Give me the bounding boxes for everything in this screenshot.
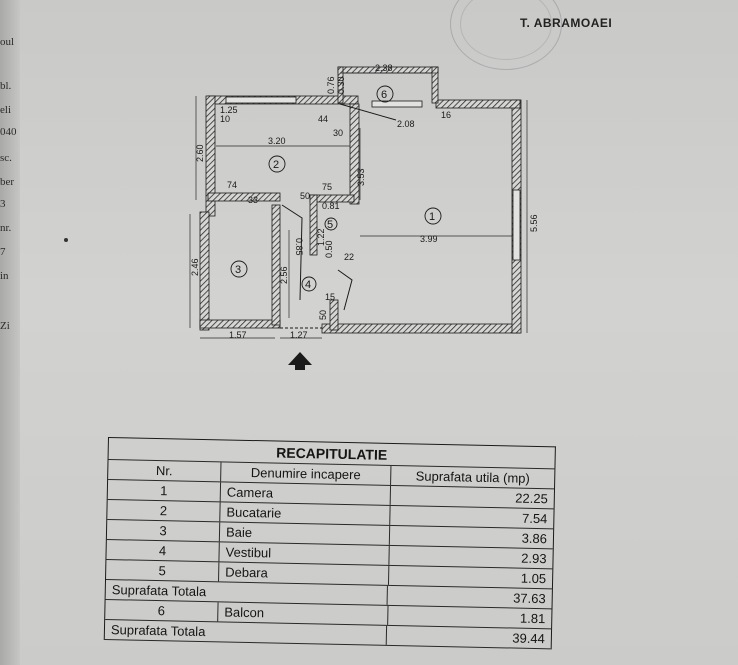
cell-area: 1.05 [520, 570, 547, 587]
window-balcony [371, 100, 423, 108]
cell-nr: 4 [106, 539, 220, 562]
balcony-door [339, 103, 397, 121]
summary-table: RECAPITULATIE Nr. Denumire incapere Supr… [103, 437, 556, 650]
window-kitchen [225, 96, 297, 104]
dim-label: 1.57 [229, 330, 247, 340]
dim-label: 75 [322, 182, 332, 192]
cell-area: 2.93 [521, 550, 547, 567]
signer-name: T. ABRAMOAEI [520, 16, 613, 30]
edge-fragment: oul [0, 36, 15, 48]
total-area: 39.44 [512, 630, 546, 647]
cell-name: Balcon [218, 602, 389, 625]
room-number: 5 [327, 219, 333, 231]
vestibule-door [337, 269, 353, 311]
dim-label: 10 [220, 114, 230, 124]
bath-door [281, 204, 303, 301]
cell-nr: 2 [107, 500, 221, 522]
dim-label: 74 [227, 180, 237, 190]
cell-nr: 6 [105, 599, 219, 622]
cell-area: 1.81 [519, 610, 546, 627]
dim-label: 0.30 [336, 76, 346, 94]
dim-label: 3.20 [268, 136, 286, 146]
edge-fragment: nr. [0, 222, 12, 234]
edge-fragment: 040 [0, 126, 17, 138]
cell-name: Camera [220, 482, 392, 505]
dim-label: 16 [441, 110, 451, 120]
header-area: Suprafata utila (mp) [415, 468, 530, 486]
edge-fragment: 7 [0, 246, 6, 258]
cell-nr: 1 [107, 480, 222, 502]
room-number: 6 [381, 89, 387, 101]
edge-fragment: bl. [0, 80, 12, 92]
edge-fragment: Zi [0, 320, 10, 332]
dim-label: 3.53 [356, 168, 366, 186]
window-room [512, 189, 521, 261]
dim-label: 2.08 [397, 119, 415, 129]
dim-label: 30 [333, 128, 343, 138]
dim-label: 33 [248, 195, 258, 205]
room-labels: 1 2 3 4 5 6 [230, 85, 442, 292]
cell-name: Baie [219, 522, 391, 545]
entrance-arrow-icon [288, 352, 312, 370]
dim-label: 0.85 [294, 238, 304, 256]
cell-area: 22.25 [515, 490, 548, 507]
dim-label: 1.22 [316, 228, 326, 246]
cell-area: 7.54 [521, 510, 548, 527]
header-nr: Nr. [108, 460, 222, 482]
dim-label: 15 [325, 292, 335, 302]
dim-label: 2.38 [375, 63, 393, 73]
dim-label: 0.50 [324, 240, 334, 258]
ink-dot [64, 238, 68, 242]
dim-label: 2.46 [190, 258, 200, 276]
cell-name: Bucatarie [220, 502, 391, 525]
cell-nr: 3 [106, 520, 221, 542]
dim-label: 3.99 [420, 234, 438, 244]
total-area: 37.63 [513, 590, 546, 607]
dim-label: 2.56 [279, 266, 289, 284]
edge-fragment: in [0, 270, 9, 282]
cell-area: 3.86 [521, 530, 548, 547]
dim-label: 0.81 [322, 201, 340, 211]
edge-fragment: sc. [0, 152, 12, 164]
cell-name: Debara [219, 562, 390, 585]
dim-label: 50 [300, 191, 310, 201]
room-number: 4 [305, 279, 311, 291]
previous-page-edge: oul bl. eli 040 sc. ber 3 nr. 7 in Zi [0, 0, 20, 665]
room-number: 1 [429, 211, 435, 223]
dim-label: 2.60 [195, 144, 205, 162]
cell-nr: 5 [106, 559, 220, 582]
cell-name: Vestibul [219, 542, 390, 565]
header-name: Denumire incapere [221, 462, 392, 485]
dimension-labels: 2.38 0.76 0.30 2.08 16 1.25 10 44 30 3.2… [190, 63, 539, 340]
dim-label: 0.76 [326, 76, 336, 94]
dim-label: 22 [344, 252, 354, 262]
dim-label: 1.25 [220, 105, 238, 115]
room-number: 3 [235, 264, 241, 276]
edge-fragment: eli [0, 104, 11, 116]
edge-fragment: ber [0, 176, 15, 188]
dim-label: 50 [318, 310, 328, 320]
dim-label: 1.27 [290, 330, 308, 340]
dim-label: 44 [318, 114, 328, 124]
room-number: 2 [273, 159, 279, 171]
edge-fragment: 3 [0, 198, 6, 210]
dim-label: 5.56 [529, 214, 539, 232]
